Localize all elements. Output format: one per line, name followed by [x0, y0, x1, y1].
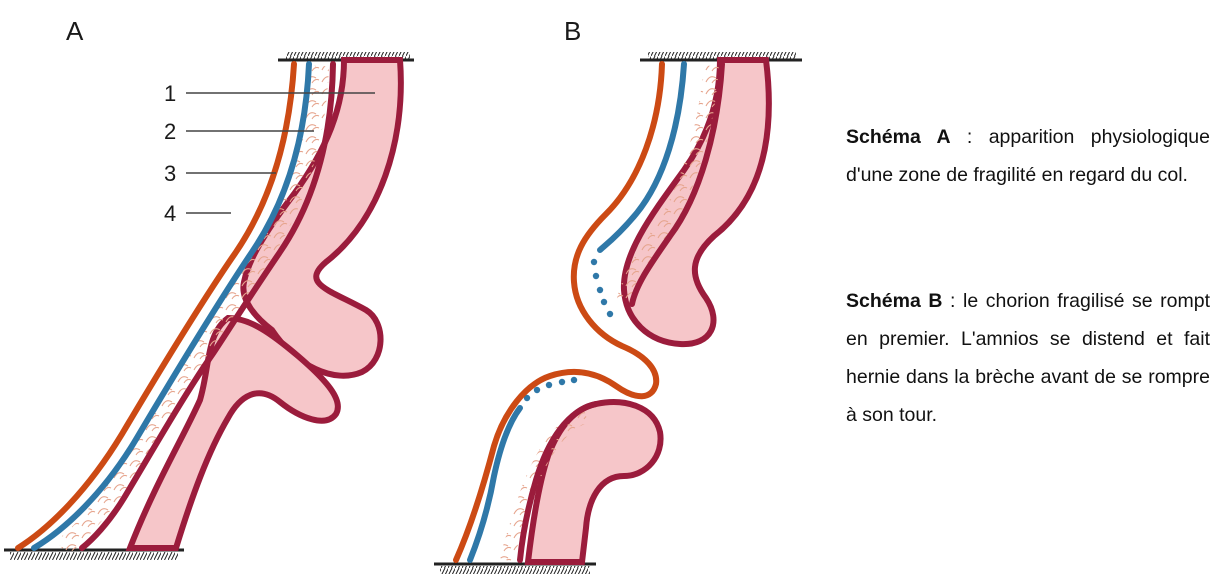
caption-b-title: Schéma B [846, 290, 942, 312]
caption-b-separator: : [942, 290, 963, 312]
caption-a-separator: : [951, 126, 989, 148]
layer-label-3: 3 [164, 161, 276, 186]
caption-a-title: Schéma A [846, 126, 951, 148]
svg-text:2: 2 [164, 119, 176, 144]
svg-text:1: 1 [164, 81, 176, 106]
panel-b-amnios-dots-upper [591, 259, 613, 317]
panel-b-letter: B [564, 16, 581, 46]
layer-label-2: 2 [164, 119, 314, 144]
panel-b-decidua-lower [528, 402, 661, 562]
panel-a-letter: A [66, 16, 84, 46]
panel-a: 1 2 3 4 [4, 52, 414, 560]
caption-schema-a: Schéma A : apparition physiologique d'un… [846, 118, 1210, 194]
panel-b-bottom-wall [434, 564, 596, 574]
layer-label-4: 4 [164, 201, 231, 226]
panel-a-bottom-wall [4, 550, 184, 560]
membrane-diagram: A B 1 2 3 [0, 0, 820, 578]
svg-text:3: 3 [164, 161, 176, 186]
panel-b [434, 52, 802, 574]
caption-schema-b: Schéma B : le chorion fragilisé se rompt… [846, 282, 1210, 434]
svg-text:4: 4 [164, 201, 176, 226]
